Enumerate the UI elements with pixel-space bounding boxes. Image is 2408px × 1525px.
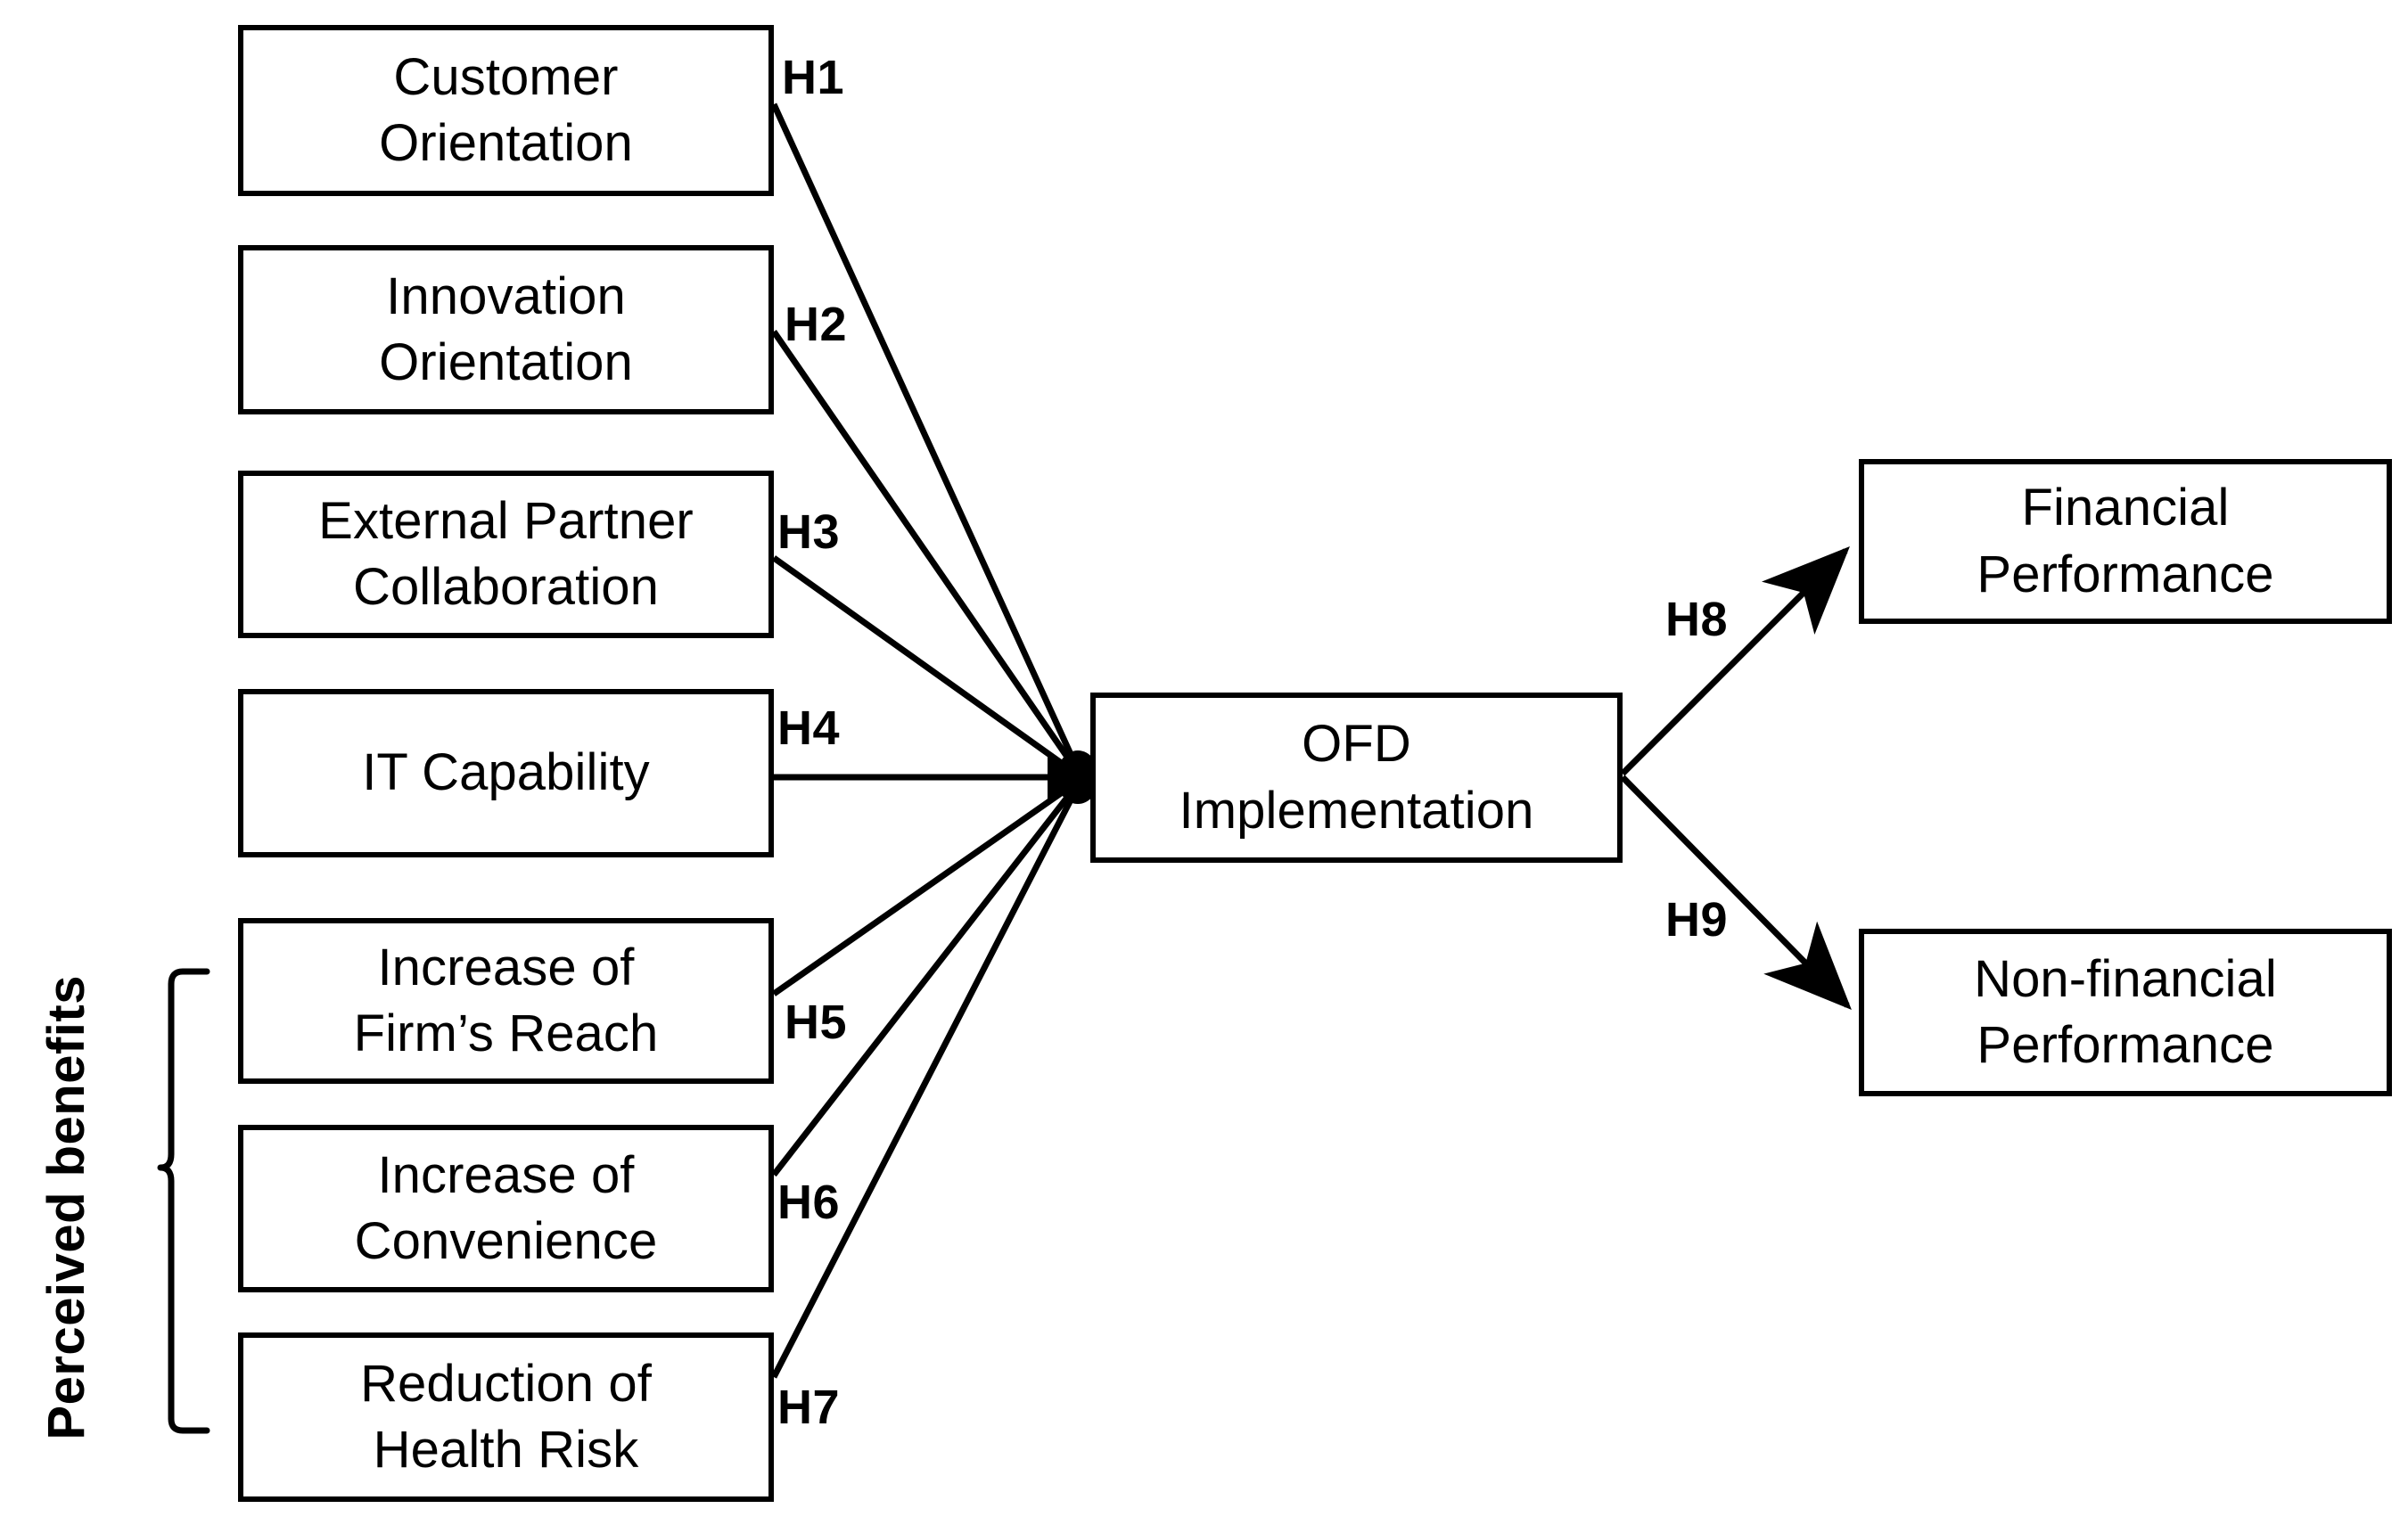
- hypothesis-label-h4: H4: [777, 701, 841, 755]
- node-label-line: IT Capability: [362, 743, 650, 802]
- node-label-line: Firm’s Reach: [353, 1004, 659, 1062]
- perceived-benefits-bracket: [157, 968, 210, 1434]
- edge-h6: [771, 780, 1081, 1177]
- node-ofd-implementation[interactable]: OFD Implementation: [1090, 693, 1623, 863]
- node-label-line: Convenience: [354, 1212, 658, 1270]
- node-label-line: Financial: [2021, 479, 2230, 537]
- node-it-capability[interactable]: IT Capability: [238, 689, 774, 857]
- node-label-line: Customer: [393, 47, 619, 106]
- node-increase-of-firms-reach[interactable]: Increase of Firm’s Reach: [238, 918, 774, 1084]
- hypothesis-label-h6: H6: [777, 1176, 841, 1229]
- edge-h5: [771, 778, 1081, 996]
- node-innovation-orientation[interactable]: Innovation Orientation: [238, 245, 774, 414]
- node-label-line: Reduction of: [360, 1354, 652, 1413]
- node-increase-of-convenience[interactable]: Increase of Convenience: [238, 1125, 774, 1292]
- hypothesis-label-h3: H3: [777, 505, 841, 559]
- node-label-line: Orientation: [379, 333, 633, 391]
- hypothesis-label-h5: H5: [785, 996, 848, 1049]
- hypothesis-label-h7: H7: [777, 1381, 841, 1434]
- node-reduction-of-health-risk[interactable]: Reduction of Health Risk: [238, 1332, 774, 1502]
- edge-h1: [770, 102, 1082, 774]
- node-label-line: Increase of: [377, 938, 635, 996]
- node-label-line: Increase of: [377, 1145, 635, 1204]
- node-label-line: Collaboration: [352, 558, 660, 616]
- edge-h9: [1620, 775, 1852, 1010]
- node-label-line: Implementation: [1179, 781, 1534, 840]
- node-financial-performance[interactable]: Financial Performance: [1859, 459, 2392, 624]
- edge-h7: [770, 783, 1082, 1379]
- hypothesis-label-h8: H8: [1665, 593, 1729, 646]
- node-label-line: Performance: [1977, 545, 2274, 603]
- node-customer-orientation[interactable]: Customer Orientation: [238, 25, 774, 196]
- node-label-line: Innovation: [386, 266, 626, 325]
- hypothesis-label-h1: H1: [782, 51, 845, 104]
- edge-h8: [1620, 546, 1850, 776]
- hypothesis-label-h9: H9: [1665, 893, 1729, 947]
- perceived-benefits-group-label: Perceived benefits: [12, 940, 119, 1475]
- node-label-line: Non-financial: [1974, 949, 2277, 1008]
- convergence-arrow-tip: [1048, 754, 1091, 800]
- node-label-line: Orientation: [379, 114, 633, 172]
- node-label-line: OFD: [1302, 715, 1411, 774]
- hypothesis-label-h2: H2: [785, 298, 848, 351]
- node-label-line: Performance: [1977, 1016, 2274, 1074]
- node-label-line: Health Risk: [373, 1421, 639, 1479]
- node-external-partner-collaboration[interactable]: External Partner Collaboration: [238, 471, 774, 638]
- node-label-line: External Partner: [318, 491, 694, 550]
- node-non-financial-performance[interactable]: Non-financial Performance: [1859, 929, 2392, 1096]
- perceived-benefits-text: Perceived benefits: [37, 975, 95, 1440]
